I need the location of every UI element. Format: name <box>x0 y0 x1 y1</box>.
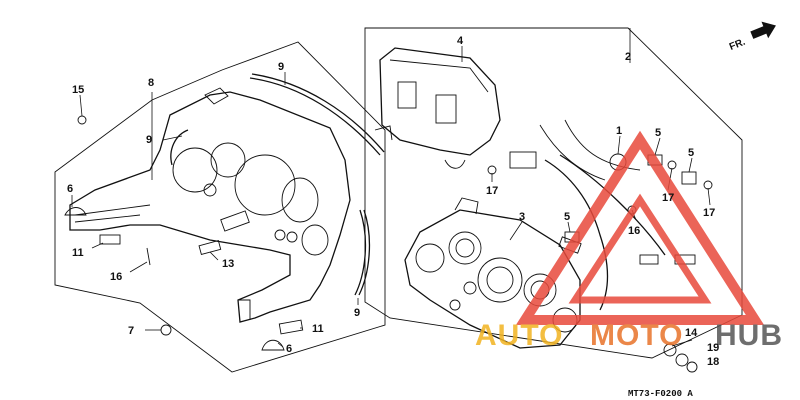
trim-strip-10 <box>249 73 385 156</box>
front-label: FR. <box>728 37 747 53</box>
callout-13: 13 <box>222 258 234 270</box>
meter-visor <box>374 47 501 169</box>
callout-19: 19 <box>707 342 719 354</box>
callout-9: 9 <box>146 134 152 146</box>
panel-group-box <box>54 41 386 373</box>
callout-5: 5 <box>688 147 694 159</box>
trim-strip-9-right <box>354 209 367 296</box>
nut-7 <box>160 324 172 336</box>
watermark-text-hub: HUB <box>715 319 783 352</box>
callout-5: 5 <box>564 211 570 223</box>
callout-14: 16 <box>628 225 640 237</box>
callout-9: 9 <box>354 307 360 319</box>
callout-17: 17 <box>486 185 498 197</box>
callout-11: 11 <box>312 323 324 335</box>
wire-harness <box>487 119 713 311</box>
callout-12: 14 <box>685 327 698 339</box>
clamp-5b <box>681 171 697 185</box>
callout-17: 17 <box>703 207 715 219</box>
washer-19 <box>675 353 689 367</box>
callout-18: 18 <box>707 356 719 368</box>
clip-6-lower <box>261 339 285 351</box>
bracket-13 <box>198 240 222 256</box>
callout-2: 2 <box>625 51 631 63</box>
front-direction-indicator: FR. <box>728 21 776 53</box>
watermark-triangle <box>515 130 765 325</box>
callout-17: 17 <box>662 192 674 204</box>
watermark-logo: AUTO MOTO HUB <box>475 130 783 352</box>
callout-6: 6 <box>286 343 292 355</box>
callout-8: 8 <box>148 77 154 89</box>
callout-15: 15 <box>72 84 84 96</box>
callout-4: 4 <box>457 35 464 47</box>
trim-strip-9-left <box>170 129 189 166</box>
callout-7: 7 <box>128 325 134 337</box>
screw-15 <box>77 115 87 125</box>
callout-6: 6 <box>67 183 73 195</box>
meter-group-box <box>364 27 743 359</box>
connector <box>509 151 537 169</box>
meter-panel <box>69 87 351 323</box>
callout-1: 1 <box>616 125 622 137</box>
clip-6-upper <box>64 207 87 216</box>
callout-5: 5 <box>655 127 661 139</box>
callout-16: 16 <box>110 271 122 283</box>
rubber-11-lower <box>278 319 304 335</box>
callout-3: 3 <box>519 211 525 223</box>
front-arrow-icon <box>750 21 776 39</box>
watermark-text-moto: MOTO <box>590 319 683 352</box>
nut-19 <box>686 361 698 373</box>
callout-10: 9 <box>278 61 284 73</box>
rubber-11-left <box>99 234 121 245</box>
grommet-18 <box>663 343 677 357</box>
watermark-text-auto: AUTO <box>475 319 563 352</box>
diagram-code: MT73-F0200 A <box>628 389 693 399</box>
callout-11: 11 <box>72 247 84 259</box>
leader-lines <box>71 28 711 348</box>
